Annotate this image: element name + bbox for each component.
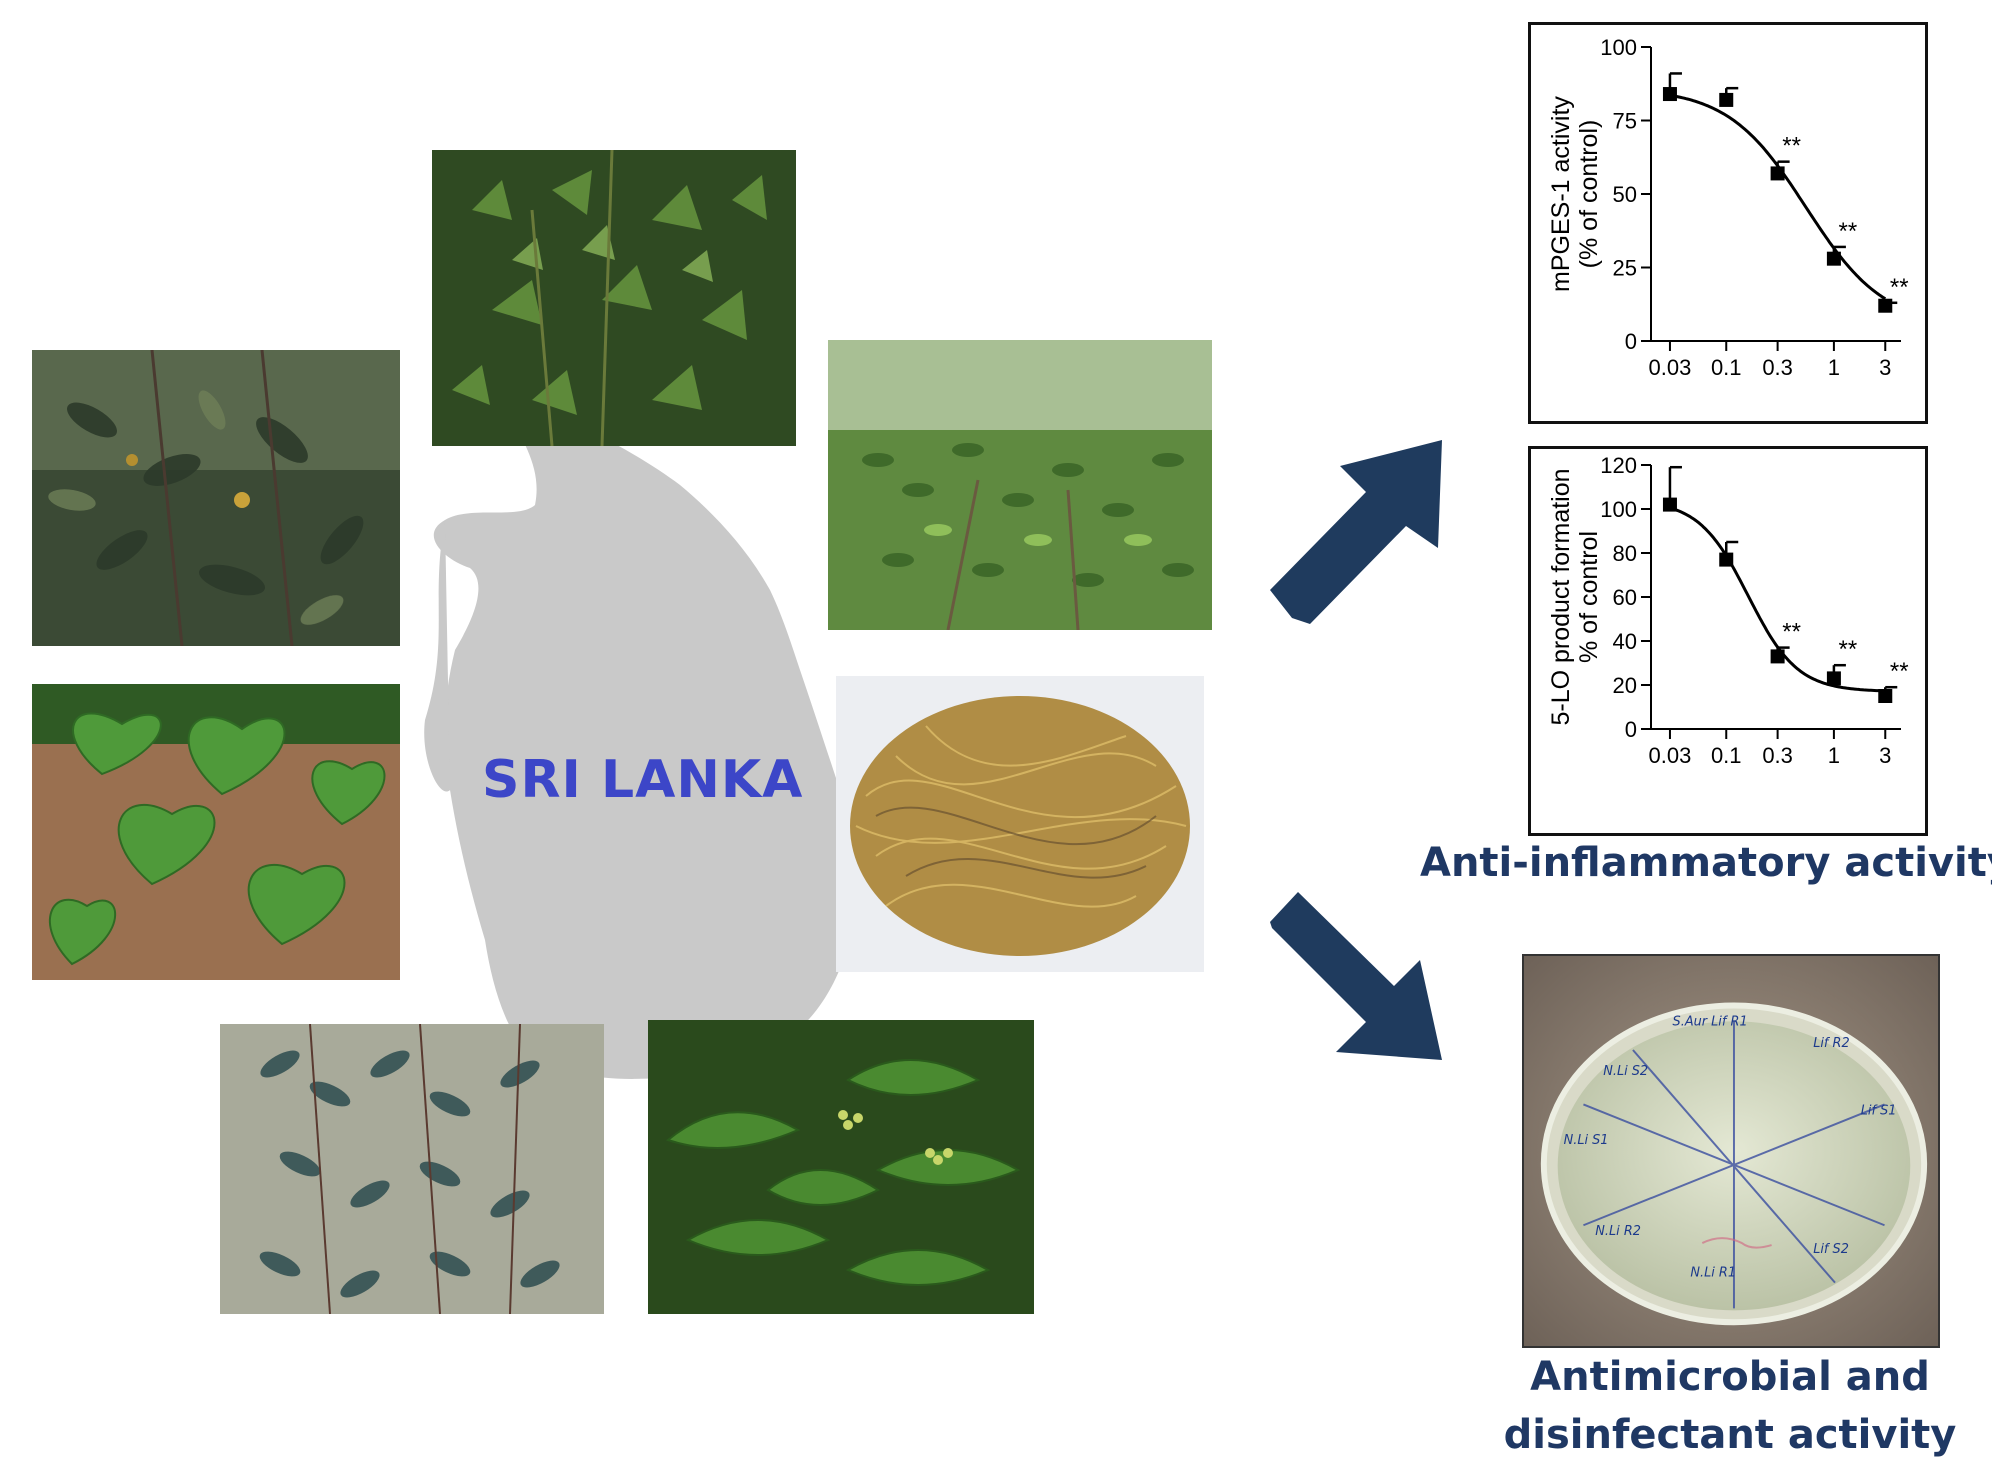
chart-5lo: 0 20 40 60 80 100 120 0.03 0.1 0.3 1 3 5-LO product … — [1547, 453, 1909, 768]
dish-label: N.Li S1 — [1564, 1133, 1609, 1148]
dish-label: N.Li R2 — [1595, 1224, 1641, 1239]
data-point — [1662, 497, 1677, 512]
plant-photo-1 — [32, 350, 400, 646]
x-tick-label: 0.03 — [1649, 743, 1692, 768]
x-tick-label: 1 — [1828, 743, 1840, 768]
y-tick-label: 40 — [1613, 629, 1637, 654]
data-point — [1826, 251, 1841, 266]
y-tick-label: 100 — [1600, 35, 1637, 60]
caption-anti-inflammatory: Anti-inflammatory activity — [1420, 840, 1992, 886]
caption-antimicrobial-line1: Antimicrobial and — [1530, 1354, 1930, 1400]
plant-photo-4 — [32, 684, 400, 980]
significance-label: ** — [1890, 274, 1909, 301]
y-tick-label: 100 — [1600, 497, 1637, 522]
dish-label: Lif S1 — [1861, 1103, 1897, 1118]
data-point — [1770, 649, 1785, 664]
fit-curve — [1669, 506, 1886, 693]
chart-5lo-frame: 0 20 40 60 80 100 120 0.03 0.1 0.3 1 3 5-LO product … — [1528, 446, 1928, 836]
data-point — [1878, 298, 1893, 313]
plant-photo-3 — [828, 340, 1212, 630]
significance-label: ** — [1839, 636, 1858, 663]
sri-lanka-map-west-coast — [424, 520, 450, 792]
data-point — [1719, 552, 1734, 567]
y-axis-label: 5-LO product formation — [1547, 468, 1575, 725]
data-point — [1719, 92, 1734, 107]
x-tick-label: 0.03 — [1649, 355, 1692, 380]
y-tick-label: 0 — [1625, 329, 1637, 354]
y-tick-label: 25 — [1613, 256, 1637, 281]
arrow-down-right-icon — [1270, 892, 1442, 1060]
dish-label: Lif R2 — [1813, 1036, 1849, 1051]
y-axis-label: mPGES-1 activity — [1547, 96, 1575, 292]
x-tick-label: 0.3 — [1762, 743, 1793, 768]
x-tick-label: 0.1 — [1711, 743, 1742, 768]
y-tick-label: 0 — [1625, 717, 1637, 742]
y-tick-label: 20 — [1613, 673, 1637, 698]
x-tick-label: 3 — [1879, 743, 1891, 768]
fit-curve — [1669, 93, 1887, 301]
x-tick-label: 0.3 — [1762, 355, 1793, 380]
y-axis-label: (% of control) — [1575, 120, 1603, 269]
plant-photo-6 — [220, 1024, 604, 1314]
dish-label: N.Li R1 — [1690, 1266, 1736, 1281]
chart-mpges1-frame: 0 25 50 75 100 0.03 0.1 0.3 1 3 mPGES-1 activity(%… — [1528, 22, 1928, 424]
significance-label: ** — [1890, 658, 1909, 685]
dish-label: N.Li S2 — [1603, 1064, 1648, 1079]
petri-dish-photo: S.Aur Lif R1 Lif R2 Lif S1 Lif S2 N.Li R… — [1522, 954, 1940, 1348]
y-tick-label: 60 — [1613, 585, 1637, 610]
significance-label: ** — [1839, 218, 1858, 245]
x-tick-label: 1 — [1828, 355, 1840, 380]
significance-label: ** — [1782, 619, 1801, 646]
caption-antimicrobial-line2: disinfectant activity — [1503, 1412, 1957, 1458]
arrow-up-right-icon — [1270, 440, 1442, 624]
dish-label: S.Aur Lif R1 — [1673, 1014, 1748, 1029]
chart-mpges1: 0 25 50 75 100 0.03 0.1 0.3 1 3 mPGES-1 activity(%… — [1547, 35, 1909, 380]
country-label: SRI LANKA — [482, 750, 804, 810]
x-tick-label: 3 — [1879, 355, 1891, 380]
y-axis-label: % of control — [1575, 531, 1603, 663]
data-point — [1662, 87, 1677, 102]
significance-label: ** — [1782, 133, 1801, 160]
y-tick-label: 50 — [1613, 182, 1637, 207]
plant-photo-2 — [432, 150, 796, 446]
data-point — [1826, 671, 1841, 686]
sri-lanka-map-shape — [433, 402, 856, 1079]
x-tick-label: 0.1 — [1711, 355, 1742, 380]
plant-photo-7 — [648, 1020, 1034, 1314]
plant-photo-5 — [836, 676, 1204, 972]
y-tick-label: 75 — [1613, 109, 1637, 134]
data-point — [1770, 166, 1785, 181]
y-tick-label: 80 — [1613, 541, 1637, 566]
y-tick-label: 120 — [1600, 453, 1637, 478]
dish-label: Lif S2 — [1813, 1242, 1849, 1257]
data-point — [1878, 689, 1893, 703]
